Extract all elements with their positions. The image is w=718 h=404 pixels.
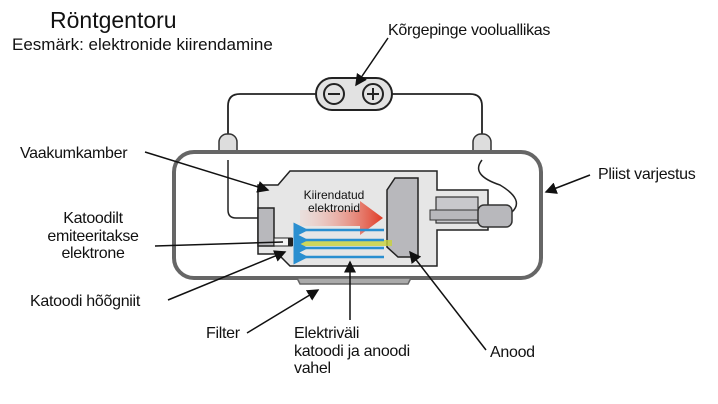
wire-positive — [390, 93, 483, 138]
label-lead-shielding: Pliist varjestus — [598, 166, 696, 183]
label-accelerated-electrons: Kiirendatud elektronid — [303, 188, 365, 215]
label-anode: Anood — [490, 344, 535, 361]
leader-shield — [544, 174, 591, 194]
minus-terminal-icon — [323, 83, 345, 105]
diagram-title: Röntgentoru — [50, 7, 177, 33]
label-vacuum-chamber: Vaakumkamber — [20, 145, 128, 162]
filter-window — [295, 277, 413, 285]
power-supply — [315, 77, 393, 111]
leader-vacuum — [144, 151, 270, 193]
leader-power — [355, 37, 389, 87]
cathode — [257, 207, 275, 247]
leader-anode — [409, 250, 487, 351]
leader-emitted — [154, 241, 284, 247]
label-electric-field: Elektriväli katoodi ja anoodi vahel — [294, 325, 410, 378]
electron-beam — [296, 240, 392, 246]
diagram-subtitle: Eesmärk: elektronide kiirendamine — [12, 35, 273, 54]
anode-target — [386, 177, 419, 258]
plus-terminal-icon — [362, 83, 384, 105]
label-filter: Filter — [206, 325, 240, 342]
electric-field-arrows — [293, 222, 384, 265]
label-power-supply: Kõrgepinge vooluallikas — [388, 22, 551, 39]
leader-filament — [167, 250, 287, 301]
anode-connector — [477, 204, 513, 228]
label-cathode-filament: Katoodi hõõgniit — [30, 293, 140, 310]
wire-negative — [227, 93, 318, 138]
accel-electrons-arrow — [300, 201, 383, 235]
label-emitted-electrons: Katoodilt emiteeritakse elektrone — [47, 210, 139, 263]
leader-filter — [246, 289, 320, 334]
